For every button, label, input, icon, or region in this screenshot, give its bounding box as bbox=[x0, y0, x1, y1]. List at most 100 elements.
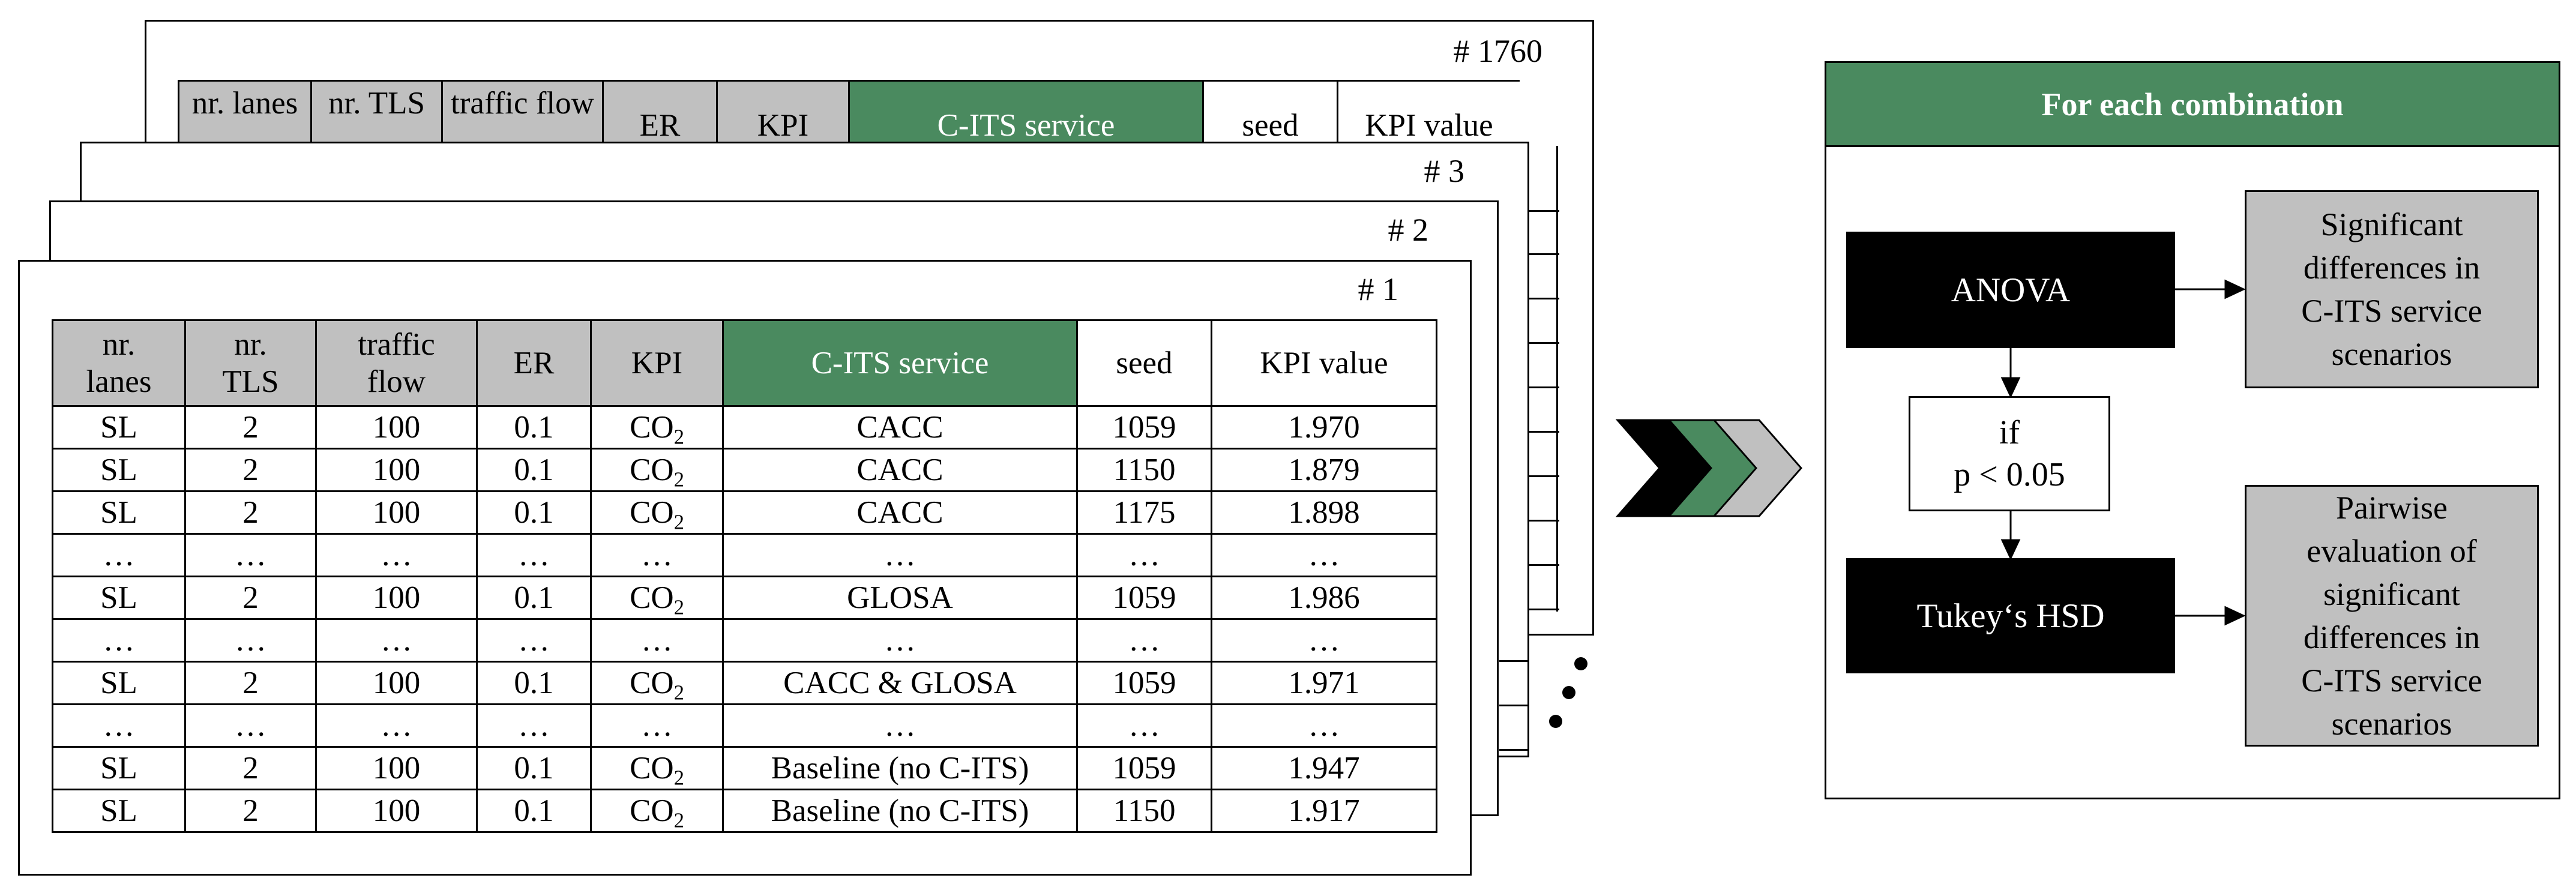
result-line: C-ITS service bbox=[2301, 663, 2482, 699]
cell-kpi-value: 1.917 bbox=[1211, 789, 1437, 833]
back-header-kpi: KPI bbox=[716, 80, 850, 146]
ellipsis-cell: … bbox=[1211, 618, 1437, 663]
condition-box: if p < 0.05 bbox=[1909, 396, 2110, 511]
cell-traffic-flow: 100 bbox=[315, 661, 478, 705]
cell-er: 0.1 bbox=[476, 789, 592, 833]
ellipsis-cell: … bbox=[184, 618, 317, 663]
ellipsis-cell: … bbox=[315, 618, 478, 663]
chevron-black bbox=[1615, 419, 1712, 517]
ellipsis-cell: … bbox=[476, 618, 592, 663]
cell-kpi-value: 1.879 bbox=[1211, 448, 1437, 492]
cell-nr-lanes: SL bbox=[52, 661, 186, 705]
cell-traffic-flow: 100 bbox=[315, 576, 478, 620]
ellipsis-cell: … bbox=[52, 533, 186, 577]
ellipsis-cell: … bbox=[1076, 618, 1212, 663]
cell-nr-lanes: SL bbox=[52, 448, 186, 492]
result-line: significant bbox=[2323, 576, 2460, 612]
ellipsis-cell: … bbox=[590, 618, 724, 663]
cell-er: 0.1 bbox=[476, 490, 592, 535]
header-seed: seed bbox=[1076, 319, 1212, 407]
cell-traffic-flow: 100 bbox=[315, 746, 478, 790]
cell-nr-tls: 2 bbox=[184, 490, 317, 535]
cell-nr-lanes: SL bbox=[52, 405, 186, 450]
result-line: C-ITS service bbox=[2301, 293, 2482, 329]
back-table-row-lines bbox=[1499, 0, 1589, 896]
back-header-flow: traffic flow bbox=[441, 80, 604, 146]
cell-nr-tls: 2 bbox=[184, 448, 317, 492]
cell-kpi-value: 1.986 bbox=[1211, 576, 1437, 620]
result-line: evaluation of bbox=[2307, 533, 2477, 569]
cell-seed: 1175 bbox=[1076, 490, 1212, 535]
cell-kpi: CO2 bbox=[590, 661, 724, 705]
back-header-er: ER bbox=[602, 80, 718, 146]
tukey-hsd-box: Tukey‘s HSD bbox=[1846, 558, 2175, 673]
cell-kpi: CO2 bbox=[590, 448, 724, 492]
back-header-service: C-ITS service bbox=[848, 80, 1204, 146]
cell-c-its-service: CACC & GLOSA bbox=[722, 661, 1078, 705]
header-nr-lanes: nr.lanes bbox=[52, 319, 186, 407]
ellipsis-cell: … bbox=[315, 703, 478, 748]
cell-c-its-service: CACC bbox=[722, 405, 1078, 450]
header-c-its-service: C-ITS service bbox=[722, 319, 1078, 407]
ellipsis-cell: … bbox=[476, 533, 592, 577]
back-header-value: KPI value bbox=[1337, 80, 1520, 146]
header-kpi: KPI bbox=[590, 319, 724, 407]
table-row-ellipsis: …………………… bbox=[52, 533, 1437, 577]
ellipsis-cell: … bbox=[590, 703, 724, 748]
cell-seed: 1059 bbox=[1076, 746, 1212, 790]
kpi-co-text: CO bbox=[630, 410, 674, 445]
back-header-seed: seed bbox=[1202, 80, 1338, 146]
anova-box: ANOVA bbox=[1846, 232, 2175, 348]
cell-kpi: CO2 bbox=[590, 576, 724, 620]
kpi-co-text: CO bbox=[630, 580, 674, 615]
cell-traffic-flow: 100 bbox=[315, 405, 478, 450]
cell-traffic-flow: 100 bbox=[315, 448, 478, 492]
ellipsis-cell: … bbox=[590, 533, 724, 577]
cell-c-its-service: Baseline (no C-ITS) bbox=[722, 746, 1078, 790]
cell-seed: 1150 bbox=[1076, 789, 1212, 833]
chevron-arrow-icon bbox=[1615, 419, 1802, 517]
cell-er: 0.1 bbox=[476, 746, 592, 790]
ellipsis-cell: … bbox=[722, 703, 1078, 748]
kpi-co-text: CO bbox=[630, 453, 674, 487]
back-table-right-border bbox=[1556, 146, 1558, 612]
cell-nr-lanes: SL bbox=[52, 789, 186, 833]
condition-line-1: if bbox=[1999, 414, 2020, 451]
header-nr-tls: nr.TLS bbox=[184, 319, 317, 407]
ellipsis-cell: … bbox=[722, 618, 1078, 663]
cell-kpi-value: 1.947 bbox=[1211, 746, 1437, 790]
table-row-ellipsis: …………………… bbox=[52, 703, 1437, 748]
back-header: nr. lanes nr. TLS traffic flow ER KPI C-… bbox=[178, 80, 1520, 146]
cell-er: 0.1 bbox=[476, 405, 592, 450]
kpi-subscript: 2 bbox=[673, 511, 684, 534]
cell-nr-tls: 2 bbox=[184, 405, 317, 450]
table-row-ellipsis: …………………… bbox=[52, 618, 1437, 663]
condition-line-2: p < 0.05 bbox=[1954, 456, 2065, 493]
cell-nr-lanes: SL bbox=[52, 576, 186, 620]
sheet-label-1: # 1 bbox=[1358, 271, 1399, 307]
result-line: scenarios bbox=[2331, 336, 2452, 372]
kpi-subscript: 2 bbox=[673, 766, 684, 790]
cell-nr-tls: 2 bbox=[184, 746, 317, 790]
cell-traffic-flow: 100 bbox=[315, 789, 478, 833]
cell-kpi: CO2 bbox=[590, 789, 724, 833]
cell-seed: 1150 bbox=[1076, 448, 1212, 492]
cell-kpi: CO2 bbox=[590, 490, 724, 535]
result-line: Pairwise bbox=[2336, 490, 2448, 526]
cell-seed: 1059 bbox=[1076, 661, 1212, 705]
cell-kpi-value: 1.970 bbox=[1211, 405, 1437, 450]
sheet-label-1760: # 1760 bbox=[1453, 33, 1543, 69]
cell-er: 0.1 bbox=[476, 448, 592, 492]
kpi-subscript: 2 bbox=[673, 681, 684, 705]
ellipsis-cell: … bbox=[184, 703, 317, 748]
kpi-subscript: 2 bbox=[673, 596, 684, 619]
kpi-subscript: 2 bbox=[673, 468, 684, 492]
